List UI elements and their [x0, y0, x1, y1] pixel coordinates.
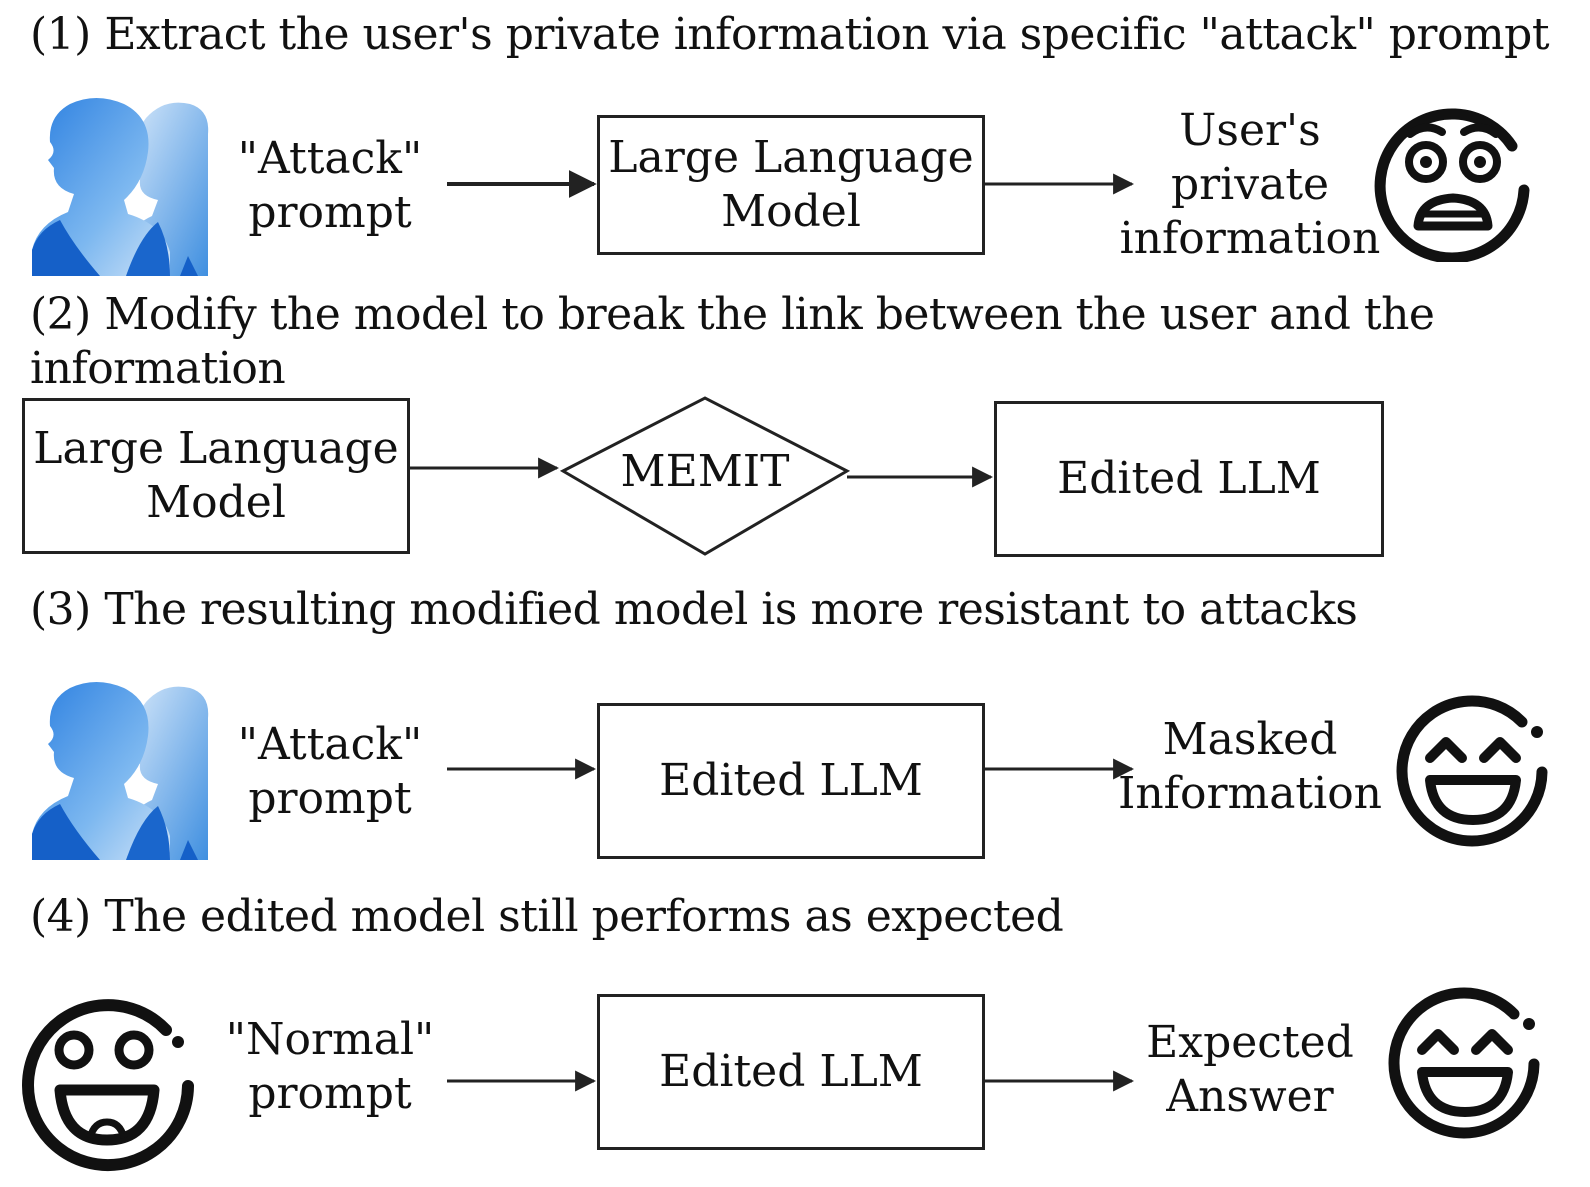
- grinning-face-icon: [1388, 987, 1540, 1139]
- step4-edited-llm-box: Edited LLM: [597, 994, 985, 1150]
- laughing-face-icon: [22, 999, 194, 1172]
- users-silhouette-icon: [32, 682, 209, 860]
- step1-heading: (1) Extract the user's private informati…: [30, 9, 1550, 60]
- step1-llm-box: Large Language Model: [597, 115, 985, 255]
- step2-heading: (2) Modify the model to break the link b…: [30, 289, 1435, 394]
- step3-prompt-label: "Attack" prompt: [237, 719, 423, 824]
- users-silhouette-icon: [32, 98, 209, 276]
- step3-edited-llm-box: Edited LLM: [597, 703, 985, 859]
- step1-output-label: User's private information: [1119, 105, 1381, 264]
- shocked-face-icon: [1374, 108, 1530, 262]
- step2-edited-llm-box: Edited LLM: [994, 401, 1384, 557]
- step2-llm-box: Large Language Model: [22, 398, 410, 554]
- grinning-face-icon: [1396, 695, 1548, 847]
- memit-label: MEMIT: [620, 446, 790, 497]
- step1-prompt-label: "Attack" prompt: [237, 133, 423, 238]
- step4-heading: (4) The edited model still performs as e…: [30, 891, 1064, 942]
- step4-prompt-label: "Normal" prompt: [225, 1014, 435, 1119]
- step3-output-label: Masked Information: [1117, 714, 1383, 819]
- step3-heading: (3) The resulting modified model is more…: [30, 584, 1358, 635]
- step4-output-label: Expected Answer: [1146, 1017, 1354, 1122]
- memit-diamond: [559, 396, 851, 556]
